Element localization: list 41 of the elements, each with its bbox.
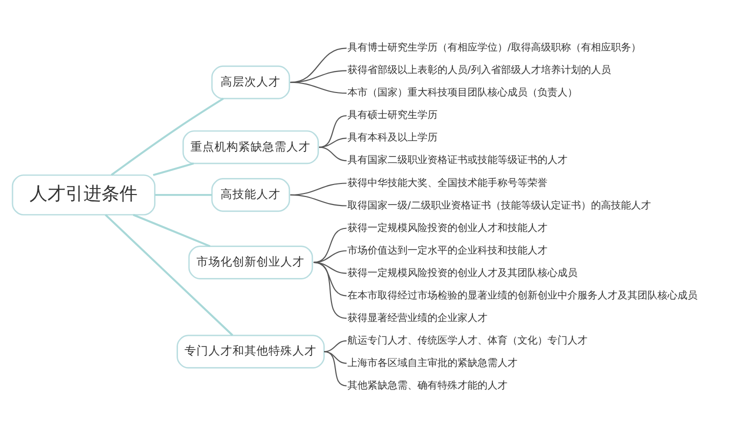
node-text: 获得省部级以上表彰的人员/列入省部级人才培养计划的人员 <box>347 64 611 76</box>
node-text: 在本市取得经过市场检验的显著业绩的创新创业中介服务人才及其团队核心成员 <box>347 290 698 301</box>
node-text: 市场价值达到一定水平的企业科技和技能人才 <box>347 244 548 256</box>
connector <box>319 137 347 148</box>
connector <box>319 146 347 161</box>
connector <box>104 214 234 336</box>
connector <box>154 193 212 196</box>
node-text: 具有硕士研究生学历 <box>347 110 438 121</box>
node-text: 获得一定规模风险投资的创业人才和技能人才 <box>347 222 548 234</box>
node-text: 获得显著经营业绩的企业家人才 <box>347 312 488 324</box>
connector <box>290 81 347 94</box>
connector <box>290 70 347 82</box>
node-box: 高层次人才 <box>211 65 290 99</box>
connector <box>290 194 347 206</box>
node-box: 高技能人才 <box>211 178 290 212</box>
node-text: 本市（国家）重大科技项目团队核心成员（负责人） <box>347 87 578 98</box>
connector <box>319 114 347 148</box>
node-text: 取得国家一级/二级职业资格证书（技能等级认定证书）的高技能人才 <box>347 200 651 211</box>
node-text: 航运专门人才、传统医学人才、体育（文化）专门人才 <box>347 334 588 346</box>
node-text: 上海市各区域自主审批的紧缺急需人才 <box>347 357 518 368</box>
connector <box>324 350 347 364</box>
connector <box>290 47 347 82</box>
connector <box>152 162 194 176</box>
connector <box>314 261 347 296</box>
connector <box>110 97 224 176</box>
connector <box>132 213 210 247</box>
node-box: 重点机构紧缺急需人才 <box>182 130 319 164</box>
node-text: 具有博士研究生学历（有相应学位）/取得高级职称（有相应职务） <box>347 42 641 54</box>
node-box: 人才引进条件 <box>12 174 156 215</box>
node-text: 具有国家二级职业资格证书或技能等级证书的人才 <box>347 154 568 166</box>
node-box: 专门人才和其他特殊人才 <box>176 334 325 368</box>
node-box: 市场化创新创业人才 <box>188 245 314 279</box>
node-text: 获得一定规模风险投资的创业人才及其团队核心成员 <box>347 267 578 278</box>
connector <box>314 250 347 263</box>
node-text: 具有本科及以上学历 <box>347 132 438 144</box>
node-text: 其他紧缺急需、确有特殊才能的人才 <box>347 380 508 391</box>
connector <box>324 350 347 386</box>
connector <box>314 227 347 262</box>
node-text: 获得中华技能大奖、全国技术能手称号等荣誉 <box>347 177 548 188</box>
connector <box>324 340 347 352</box>
connector <box>314 261 347 318</box>
